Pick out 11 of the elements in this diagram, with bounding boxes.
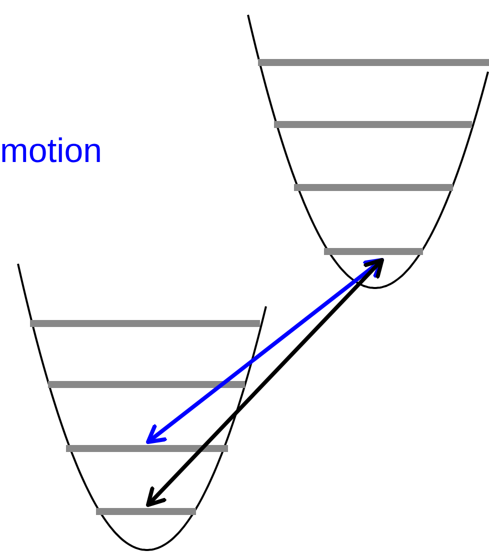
energy-level-bar — [274, 121, 472, 128]
energy-level-bar — [294, 184, 453, 191]
double-arrow — [146, 258, 384, 444]
motion-label: motion — [0, 134, 102, 168]
energy-level-bar — [48, 381, 245, 388]
energy-level-bar — [258, 59, 489, 66]
energy-level-bar — [324, 248, 423, 255]
energy-level-bar — [30, 320, 260, 327]
double-arrow — [146, 258, 384, 507]
energy-level-bar — [96, 508, 196, 515]
energy-level-bar — [66, 445, 228, 452]
